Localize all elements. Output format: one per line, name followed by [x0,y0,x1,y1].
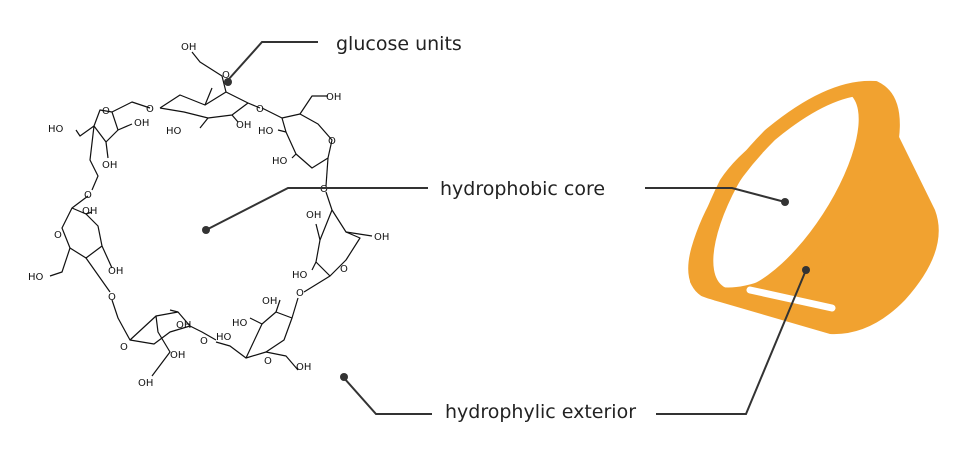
molecule-atom-labels: OH O OH HO O O O OH HO OH O OH O HO HO O… [28,42,389,389]
glucose-units-dot [224,78,232,86]
atom-label: HO [292,270,308,281]
atom-label: HO [166,126,182,137]
atom-label: HO [216,332,232,343]
molecule-skeleton [49,51,373,377]
hydrophylic-exterior-cone-leader [656,269,807,415]
glucose-units-label: glucose units [336,33,462,55]
atom-label: O [256,104,264,115]
atom-label: OH [102,160,117,171]
glucose-units-leader [227,41,318,81]
atom-label: O [340,264,348,275]
hydrophobic-core-leader [205,187,428,231]
atom-label: O [320,184,328,195]
atom-label: O [264,356,272,367]
atom-label: O [200,336,208,347]
hydrophobic-core-label: hydrophobic core [440,178,606,200]
atom-label: O [120,342,128,353]
cone-highlight-stripe [746,286,836,312]
atom-label: O [102,106,110,117]
atom-label: OH [326,92,341,103]
atom-label: OH [306,210,321,221]
hydrophylic-exterior-dot [340,373,348,381]
atom-label: HO [48,124,64,135]
atom-label: OH [108,266,123,277]
atom-label: OH [134,118,149,129]
atom-label: OH [170,350,185,361]
atom-label: HO [232,318,248,329]
atom-label: O [296,288,304,299]
atom-label: O [222,70,230,81]
atom-label: O [84,190,92,201]
cone-icon [688,80,939,335]
hydrophylic-exterior-label: hydrophylic exterior [445,401,637,423]
atom-label: OH [138,378,153,389]
hydrophylic-exterior-cone-dot [802,266,810,274]
hydrophobic-core-cone-leader [645,187,786,203]
callout-lines [205,41,807,415]
atom-label: OH [176,320,191,331]
cone-opening [713,90,859,290]
atom-label: O [146,104,154,115]
atom-label: O [54,230,62,241]
callout-dots [202,78,810,381]
atom-label: HO [28,272,44,283]
atom-label: OH [236,120,251,131]
atom-label: OH [374,232,389,243]
atom-label: OH [181,42,196,53]
atom-label: HO [272,156,288,167]
hydrophobic-core-dot [202,226,210,234]
atom-label: OH [296,362,311,373]
cone-rim [688,80,900,302]
atom-label: O [328,136,336,147]
atom-label: OH [82,206,97,217]
hydrophylic-exterior-leader [343,377,432,415]
atom-label: HO [258,126,274,137]
atom-label: OH [262,296,277,307]
hydrophobic-core-cone-dot [781,198,789,206]
atom-label: O [108,292,116,303]
